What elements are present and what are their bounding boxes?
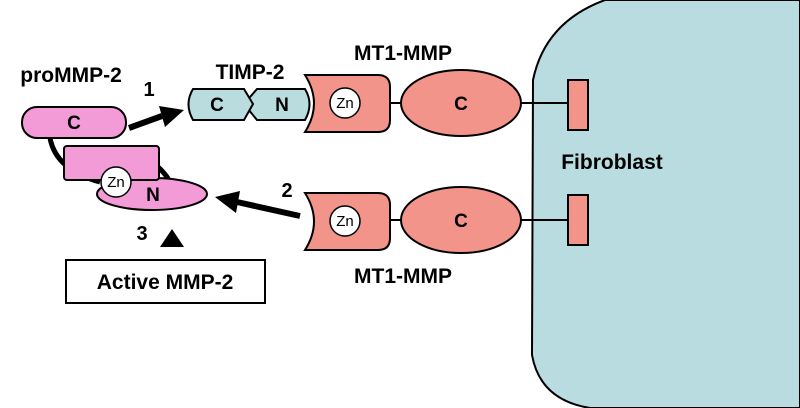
- mt1-mmp-bottom-c-domain: [400, 186, 522, 254]
- mt1-mmp-top: C Zn MT1-MMP: [303, 42, 589, 137]
- prommp-2-zn-icon: [100, 166, 132, 198]
- timp-2-c-domain: [187, 88, 255, 121]
- active-mmp-2-box: [65, 259, 266, 304]
- active-mmp-2-label: Active MMP-2: [97, 271, 234, 294]
- step-2-arrow: [215, 191, 301, 219]
- timp-2: N C TIMP-2: [187, 61, 311, 121]
- mt1-mmp-bottom-label: MT1-MMP: [354, 265, 452, 288]
- prommp-2: proMMP-2 C N Zn: [20, 64, 208, 211]
- prommp-2-n-label: N: [146, 185, 160, 206]
- prommp-2-label: proMMP-2: [20, 64, 122, 87]
- mt1-mmp-bottom-anchor: [567, 194, 589, 246]
- mt1-mmp-bottom-zn-label: Zn: [336, 213, 354, 230]
- step-2-label: 2: [281, 180, 292, 202]
- mt1-mmp-top-zn-icon: [329, 87, 361, 119]
- mt1-mmp-top-c-domain: [400, 69, 522, 137]
- step-2-arrow-shaft: [236, 199, 301, 219]
- mt1-mmp-top-label: MT1-MMP: [354, 42, 452, 65]
- mt1-mmp-top-c-label: C: [454, 94, 468, 115]
- mt1-mmp-bottom-c-label: C: [454, 211, 468, 232]
- timp-2-c-label: C: [210, 95, 224, 116]
- step-1-arrow-head: [159, 106, 184, 127]
- timp-2-label: TIMP-2: [216, 61, 285, 84]
- prommp-2-c-domain: [21, 106, 127, 139]
- mt1-mmp-bottom: C Zn MT1-MMP: [303, 186, 589, 288]
- timp-2-n-label: N: [275, 95, 289, 116]
- timp-2-n-domain: [242, 88, 311, 121]
- fibroblast-cell: [530, 0, 800, 408]
- step-1-label: 1: [143, 79, 154, 101]
- step-3-arrow-head: [160, 229, 184, 247]
- step-3-label: 3: [136, 223, 147, 245]
- mt1-mmp-bottom-zn-icon: [329, 205, 361, 237]
- mt1-mmp-top-anchor: [567, 79, 589, 131]
- step-2-arrow-head: [215, 191, 240, 213]
- mt1-mmp-top-zn-label: Zn: [336, 95, 354, 112]
- prommp-2-zn-label: Zn: [107, 174, 125, 191]
- fibroblast-label: Fibroblast: [561, 151, 663, 174]
- step-1-arrow-shaft: [127, 113, 164, 131]
- prommp-2-c-label: C: [67, 113, 81, 134]
- step-1-arrow: [127, 106, 184, 131]
